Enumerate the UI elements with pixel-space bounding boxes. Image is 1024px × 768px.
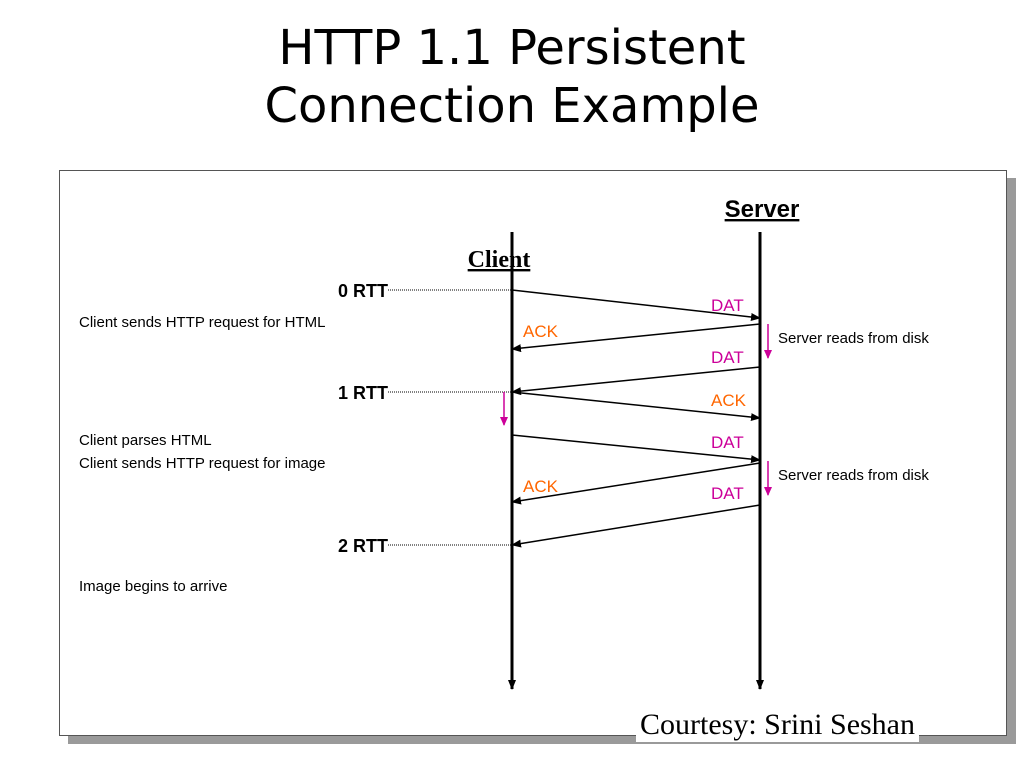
msg-dat-1-label: DAT [711, 296, 744, 315]
msg-dat-3-arrow [511, 434, 761, 464]
credit-text: Courtesy: Srini Seshan [636, 708, 919, 742]
event-request-html: Client sends HTTP request for HTML [79, 314, 325, 331]
diagram-panel [59, 170, 1007, 736]
msg-ack-2-label: ACK [711, 391, 747, 410]
msg-ack-1-label: ACK [523, 322, 559, 341]
server-disk-1-note: Server reads from disk [778, 330, 929, 347]
msg-dat-2-arrow [511, 366, 761, 396]
slide-title: HTTP 1.1 Persistent Connection Example [0, 20, 1024, 135]
event-parse-html: Client parses HTML [79, 432, 212, 449]
server-label: Server [725, 196, 800, 223]
msg-ack-1-arrow [511, 323, 761, 353]
server-disk-2-note: Server reads from disk [778, 467, 929, 484]
client-label: Client [468, 247, 531, 273]
rtt-1-label: 1 RTT [338, 383, 388, 403]
title-line-1: HTTP 1.1 Persistent [278, 20, 746, 76]
msg-dat-4-label: DAT [711, 484, 744, 503]
rtt-0-label: 0 RTT [338, 281, 388, 301]
msg-dat-2-label: DAT [711, 348, 744, 367]
event-image-arrives: Image begins to arrive [79, 578, 227, 595]
title-line-2: Connection Example [264, 77, 760, 134]
rtt-2-label: 2 RTT [338, 536, 388, 556]
msg-dat-3-label: DAT [711, 433, 744, 452]
msg-dat-4-arrow [511, 504, 761, 548]
msg-ack-3-label: ACK [523, 477, 559, 496]
event-request-image: Client sends HTTP request for image [79, 455, 326, 472]
msg-dat-1-arrow [511, 289, 761, 321]
msg-ack-3-arrow [511, 462, 761, 505]
msg-ack-2-arrow [511, 391, 761, 422]
